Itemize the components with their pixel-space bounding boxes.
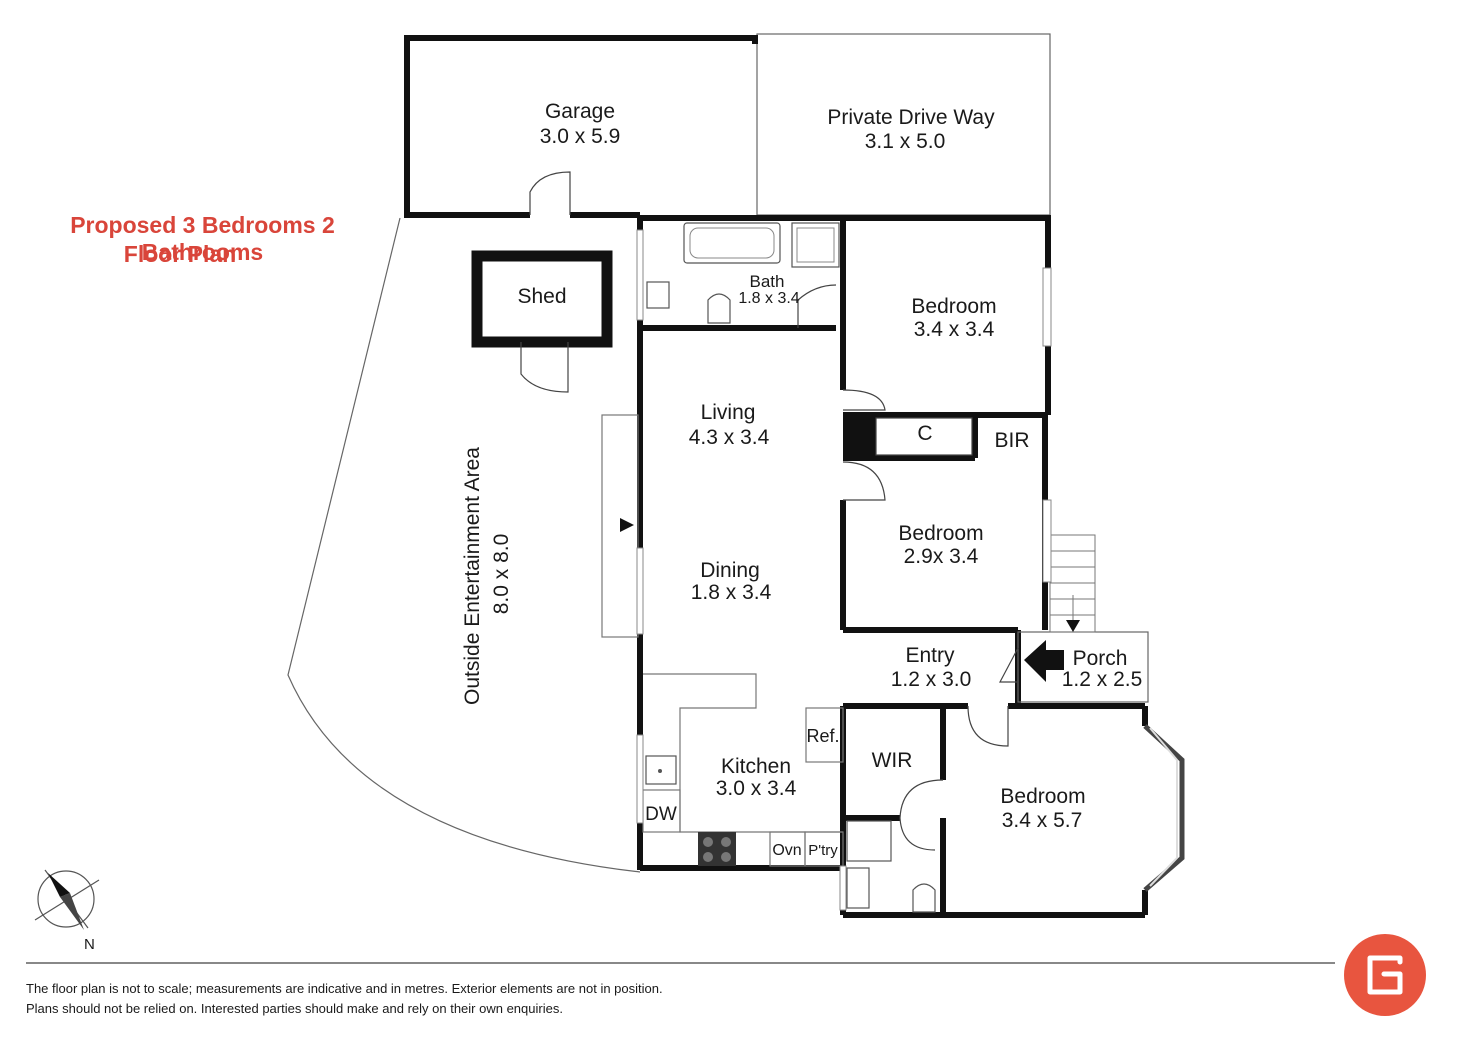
brand-logo-icon: [1344, 934, 1426, 1016]
bedroom3-size: 3.4 x 5.7: [1002, 809, 1083, 832]
kitchen-sink-drain: [658, 769, 662, 773]
bath-basin-icon: [646, 281, 670, 309]
ref-label: Ref.: [806, 726, 839, 746]
ensuite-basin-icon: [846, 867, 870, 909]
outside-name: Outside Entertainment Area: [461, 447, 484, 705]
bedroom1-size: 3.4 x 3.4: [914, 318, 995, 341]
outdoor-area-outline: [287, 217, 641, 873]
entry-name: Entry: [905, 644, 955, 667]
bath-door-swing: [797, 284, 837, 328]
bath-name: Bath: [750, 272, 785, 291]
steps-arrow-icon: [1066, 620, 1080, 632]
driveway-name: Private Drive Way: [827, 106, 995, 129]
shed-door-swing: [520, 342, 569, 393]
ensuite-shower-icon: [846, 820, 892, 862]
dining-size: 1.8 x 3.4: [691, 581, 772, 604]
living-name: Living: [701, 401, 756, 424]
shed-name: Shed: [517, 285, 566, 308]
entry-arrow-icon: [1024, 640, 1064, 682]
bath-size: 1.8 x 3.4: [738, 290, 799, 307]
kitchen-sink-icon: [645, 755, 677, 785]
closet-c: [875, 417, 973, 456]
bath-toilet-icon: [707, 293, 731, 324]
pantry-space: [804, 831, 844, 867]
wir-label: WIR: [872, 749, 913, 772]
bedroom3-name: Bedroom: [1000, 785, 1085, 808]
dining-name: Dining: [700, 559, 760, 582]
cooktop-icon: [698, 832, 736, 866]
compass-icon: [34, 869, 100, 930]
bathtub-inner: [689, 227, 775, 259]
dw-label: DW: [645, 804, 677, 825]
disclaimer-line-2: Plans should not be relied on. Intereste…: [26, 1001, 563, 1016]
porch-size: 1.2 x 2.5: [1062, 668, 1143, 691]
shower-icon: [791, 222, 840, 268]
porch-name: Porch: [1073, 647, 1128, 670]
bathtub-icon: [683, 222, 781, 264]
closet-block: [843, 415, 876, 458]
living-size: 4.3 x 3.4: [689, 426, 770, 449]
ensuite-toilet-icon: [912, 883, 936, 913]
oven-label: Ovn: [772, 842, 801, 859]
ensuite-door-swing: [899, 817, 936, 851]
garage-name: Garage: [545, 100, 615, 123]
sliding-door: [601, 414, 639, 638]
entry-size: 1.2 x 3.0: [891, 668, 972, 691]
pantry-label: P'try: [808, 842, 838, 859]
shed-walls: [471, 250, 613, 348]
bedroom2-name: Bedroom: [898, 522, 983, 545]
bay-window-inner: [1149, 727, 1178, 887]
outside-size: 8.0 x 8.0: [490, 534, 513, 615]
kitchen-size: 3.0 x 3.4: [716, 777, 797, 800]
windows: [636, 229, 1052, 911]
disclaimer-line-1: The floor plan is not to scale; measurem…: [26, 981, 663, 996]
sliding-door-arrow-icon: [620, 518, 634, 532]
garage-door-swing: [529, 171, 571, 215]
fridge-space: [805, 707, 844, 763]
garage-size: 3.0 x 5.9: [540, 125, 621, 148]
door-swings: [842, 389, 1019, 819]
compass-north-label: N: [84, 936, 95, 953]
plan-title: Proposed 3 Bedrooms 2 Bathrooms: [70, 212, 335, 265]
closet-label: C: [917, 422, 932, 445]
shower-inner: [796, 227, 835, 263]
bedroom2-size: 2.9x 3.4: [904, 545, 979, 568]
kitchen-name: Kitchen: [721, 755, 791, 778]
bir-label: BIR: [994, 429, 1029, 452]
plan-subtitle: Floor Plan: [123, 241, 237, 267]
driveway-size: 3.1 x 5.0: [865, 130, 946, 153]
bedroom1-name: Bedroom: [911, 295, 996, 318]
porch-steps: [1049, 534, 1096, 633]
garage-walls: [404, 35, 758, 218]
